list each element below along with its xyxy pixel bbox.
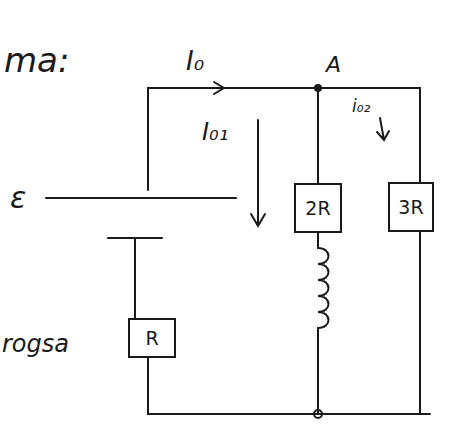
emf-label: ε bbox=[10, 180, 26, 215]
wire bbox=[148, 88, 420, 190]
wire bbox=[317, 232, 319, 248]
wire bbox=[317, 88, 319, 183]
wire bbox=[317, 328, 319, 414]
inductor-symbol bbox=[318, 248, 329, 328]
node-label: A bbox=[326, 52, 341, 77]
resistor-box: R bbox=[128, 318, 176, 358]
note-fragment: rogsa bbox=[2, 330, 69, 358]
resistor-box: 2R bbox=[294, 183, 342, 233]
resistor-label: 3R bbox=[398, 196, 423, 218]
junction-dot bbox=[314, 410, 322, 418]
resistor-box: 3R bbox=[388, 182, 434, 232]
resistor-label: 2R bbox=[305, 197, 330, 219]
heading-fragment: ma: bbox=[4, 40, 69, 80]
battery-plate bbox=[46, 197, 236, 199]
current-label: i₀₂ bbox=[352, 96, 370, 116]
current-arrow bbox=[251, 120, 265, 226]
resistor-label: R bbox=[145, 327, 158, 349]
junction-dot bbox=[314, 84, 322, 92]
wire bbox=[134, 238, 136, 318]
wire bbox=[419, 232, 421, 414]
current-arrow bbox=[214, 82, 224, 94]
current-arrow bbox=[377, 118, 389, 140]
current-label: I₀₁ bbox=[202, 118, 228, 146]
current-label: I₀ bbox=[186, 46, 204, 76]
wire bbox=[148, 358, 430, 414]
